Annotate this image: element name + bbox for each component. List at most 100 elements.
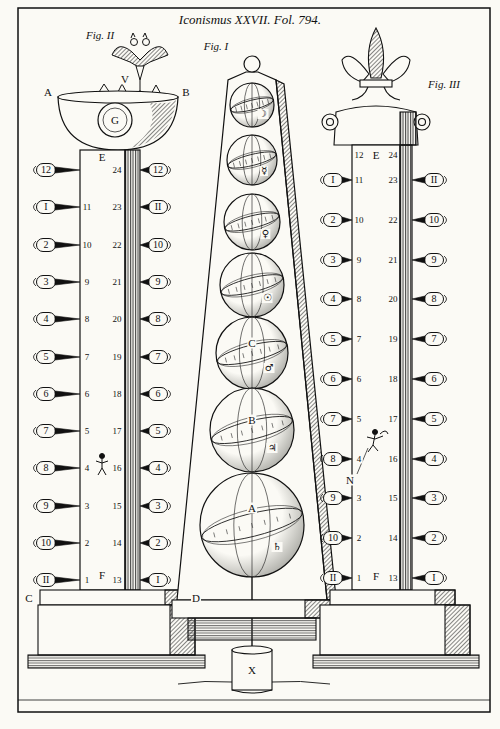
reference-letter: B [247, 415, 256, 426]
cartouche-pointer [140, 391, 149, 397]
cartouche-pointer [342, 177, 352, 183]
hour-number: 8 [36, 461, 56, 475]
bowl [103, 108, 127, 132]
fleur-de-lis [360, 80, 392, 87]
hour-cartouche: I [323, 173, 343, 187]
cartouche-lobe [444, 375, 447, 383]
pedestal [330, 590, 455, 605]
hour-number: 2 [36, 238, 56, 252]
bowl [58, 97, 178, 150]
frame [18, 700, 490, 701]
hour-number: 7 [36, 424, 56, 438]
planet-globes [238, 223, 239, 228]
hour-number: 17 [112, 427, 123, 436]
hour-cartouche: 3 [323, 253, 343, 267]
pedestal [435, 590, 455, 605]
planet-globes [258, 157, 259, 162]
eagle-figure [96, 33, 168, 97]
cartouche-lobe [444, 574, 447, 582]
hour-number: 16 [388, 454, 399, 463]
hour-number: 8 [148, 312, 168, 326]
hour-number: 12 [354, 151, 365, 160]
hour-cartouche: 2 [424, 531, 444, 545]
planet-globes [223, 207, 280, 237]
cartouche-body [37, 350, 56, 363]
hour-number: 3 [424, 491, 444, 505]
cartouche-pointer [412, 177, 425, 183]
reference-letter: E [372, 150, 381, 161]
obelisk-base [188, 618, 316, 640]
hour-number: 11 [82, 203, 93, 212]
planet-globes [269, 347, 270, 352]
hour-number: 6 [356, 375, 363, 384]
planet-globes [219, 268, 285, 302]
hour-cartouche: 2 [323, 213, 343, 227]
cartouche-lobe [34, 464, 37, 472]
hour-cartouche: 9 [148, 275, 168, 289]
planet-globes [209, 388, 295, 472]
planet-globes [252, 523, 253, 528]
column-shaft [80, 150, 125, 590]
hour-number: 10 [354, 215, 365, 224]
planet-globes [244, 83, 259, 127]
scroll-capital [322, 106, 430, 145]
column-shaft [125, 150, 140, 590]
hour-number: 15 [112, 501, 123, 510]
cartouche-pointer [55, 167, 80, 173]
cartouche-body [324, 253, 343, 266]
eagle-figure [131, 33, 147, 38]
planet-globes [262, 426, 263, 431]
hour-cartouche: 6 [424, 372, 444, 386]
cherub-figure [367, 431, 388, 452]
reference-letter: A [43, 87, 53, 98]
cartouche-lobe [34, 502, 37, 510]
planet-globes [244, 285, 245, 290]
cartouche-pointer [342, 257, 352, 263]
planet-globes [239, 161, 240, 166]
cartouche-pointer [140, 428, 149, 434]
cartouche-pointer [412, 336, 425, 342]
reference-letter: V [120, 74, 130, 85]
reference-letter: E [98, 152, 107, 163]
planet-globes [236, 107, 237, 112]
reference-letter: C [247, 338, 256, 349]
hour-number: 7 [84, 352, 91, 361]
cartouche-pointer [342, 535, 352, 541]
hour-number: 5 [84, 427, 91, 436]
hour-number: 10 [424, 213, 444, 227]
cartouche-body [149, 238, 168, 251]
hour-cartouche: 6 [323, 372, 343, 386]
planet-globes [228, 289, 229, 294]
cartouche-body [425, 174, 444, 187]
cartouche-lobe [168, 241, 171, 249]
cartouche-pointer [55, 242, 80, 248]
cartouche-lobe [34, 315, 37, 323]
cartouche-pointer [140, 316, 149, 322]
cartouche-body [37, 238, 56, 251]
obelisk-base [232, 690, 272, 693]
hour-cartouche: 4 [148, 461, 168, 475]
hour-number: 9 [84, 277, 91, 286]
obelisk-base [178, 681, 330, 684]
hour-number: 2 [323, 213, 343, 227]
planet-globes [243, 353, 244, 358]
cartouche-lobe [34, 427, 37, 435]
hour-number: 22 [388, 215, 399, 224]
hour-cartouche: 7 [36, 424, 56, 438]
column-shaft [400, 145, 412, 590]
eagle-figure [136, 66, 144, 80]
cartouche-lobe [444, 494, 447, 502]
hour-cartouche: 7 [424, 332, 444, 346]
cartouche-pointer [342, 416, 352, 422]
cartouche-pointer [412, 575, 425, 581]
cartouche-pointer [140, 279, 149, 285]
planet-globes [236, 287, 237, 292]
pedestal [313, 655, 479, 668]
cartouche-lobe [168, 502, 171, 510]
planet-globes [199, 498, 305, 553]
cartouche-pointer [412, 495, 425, 501]
cartouche-lobe [168, 278, 171, 286]
hour-number: 8 [323, 452, 343, 466]
planet-globes [231, 225, 232, 230]
